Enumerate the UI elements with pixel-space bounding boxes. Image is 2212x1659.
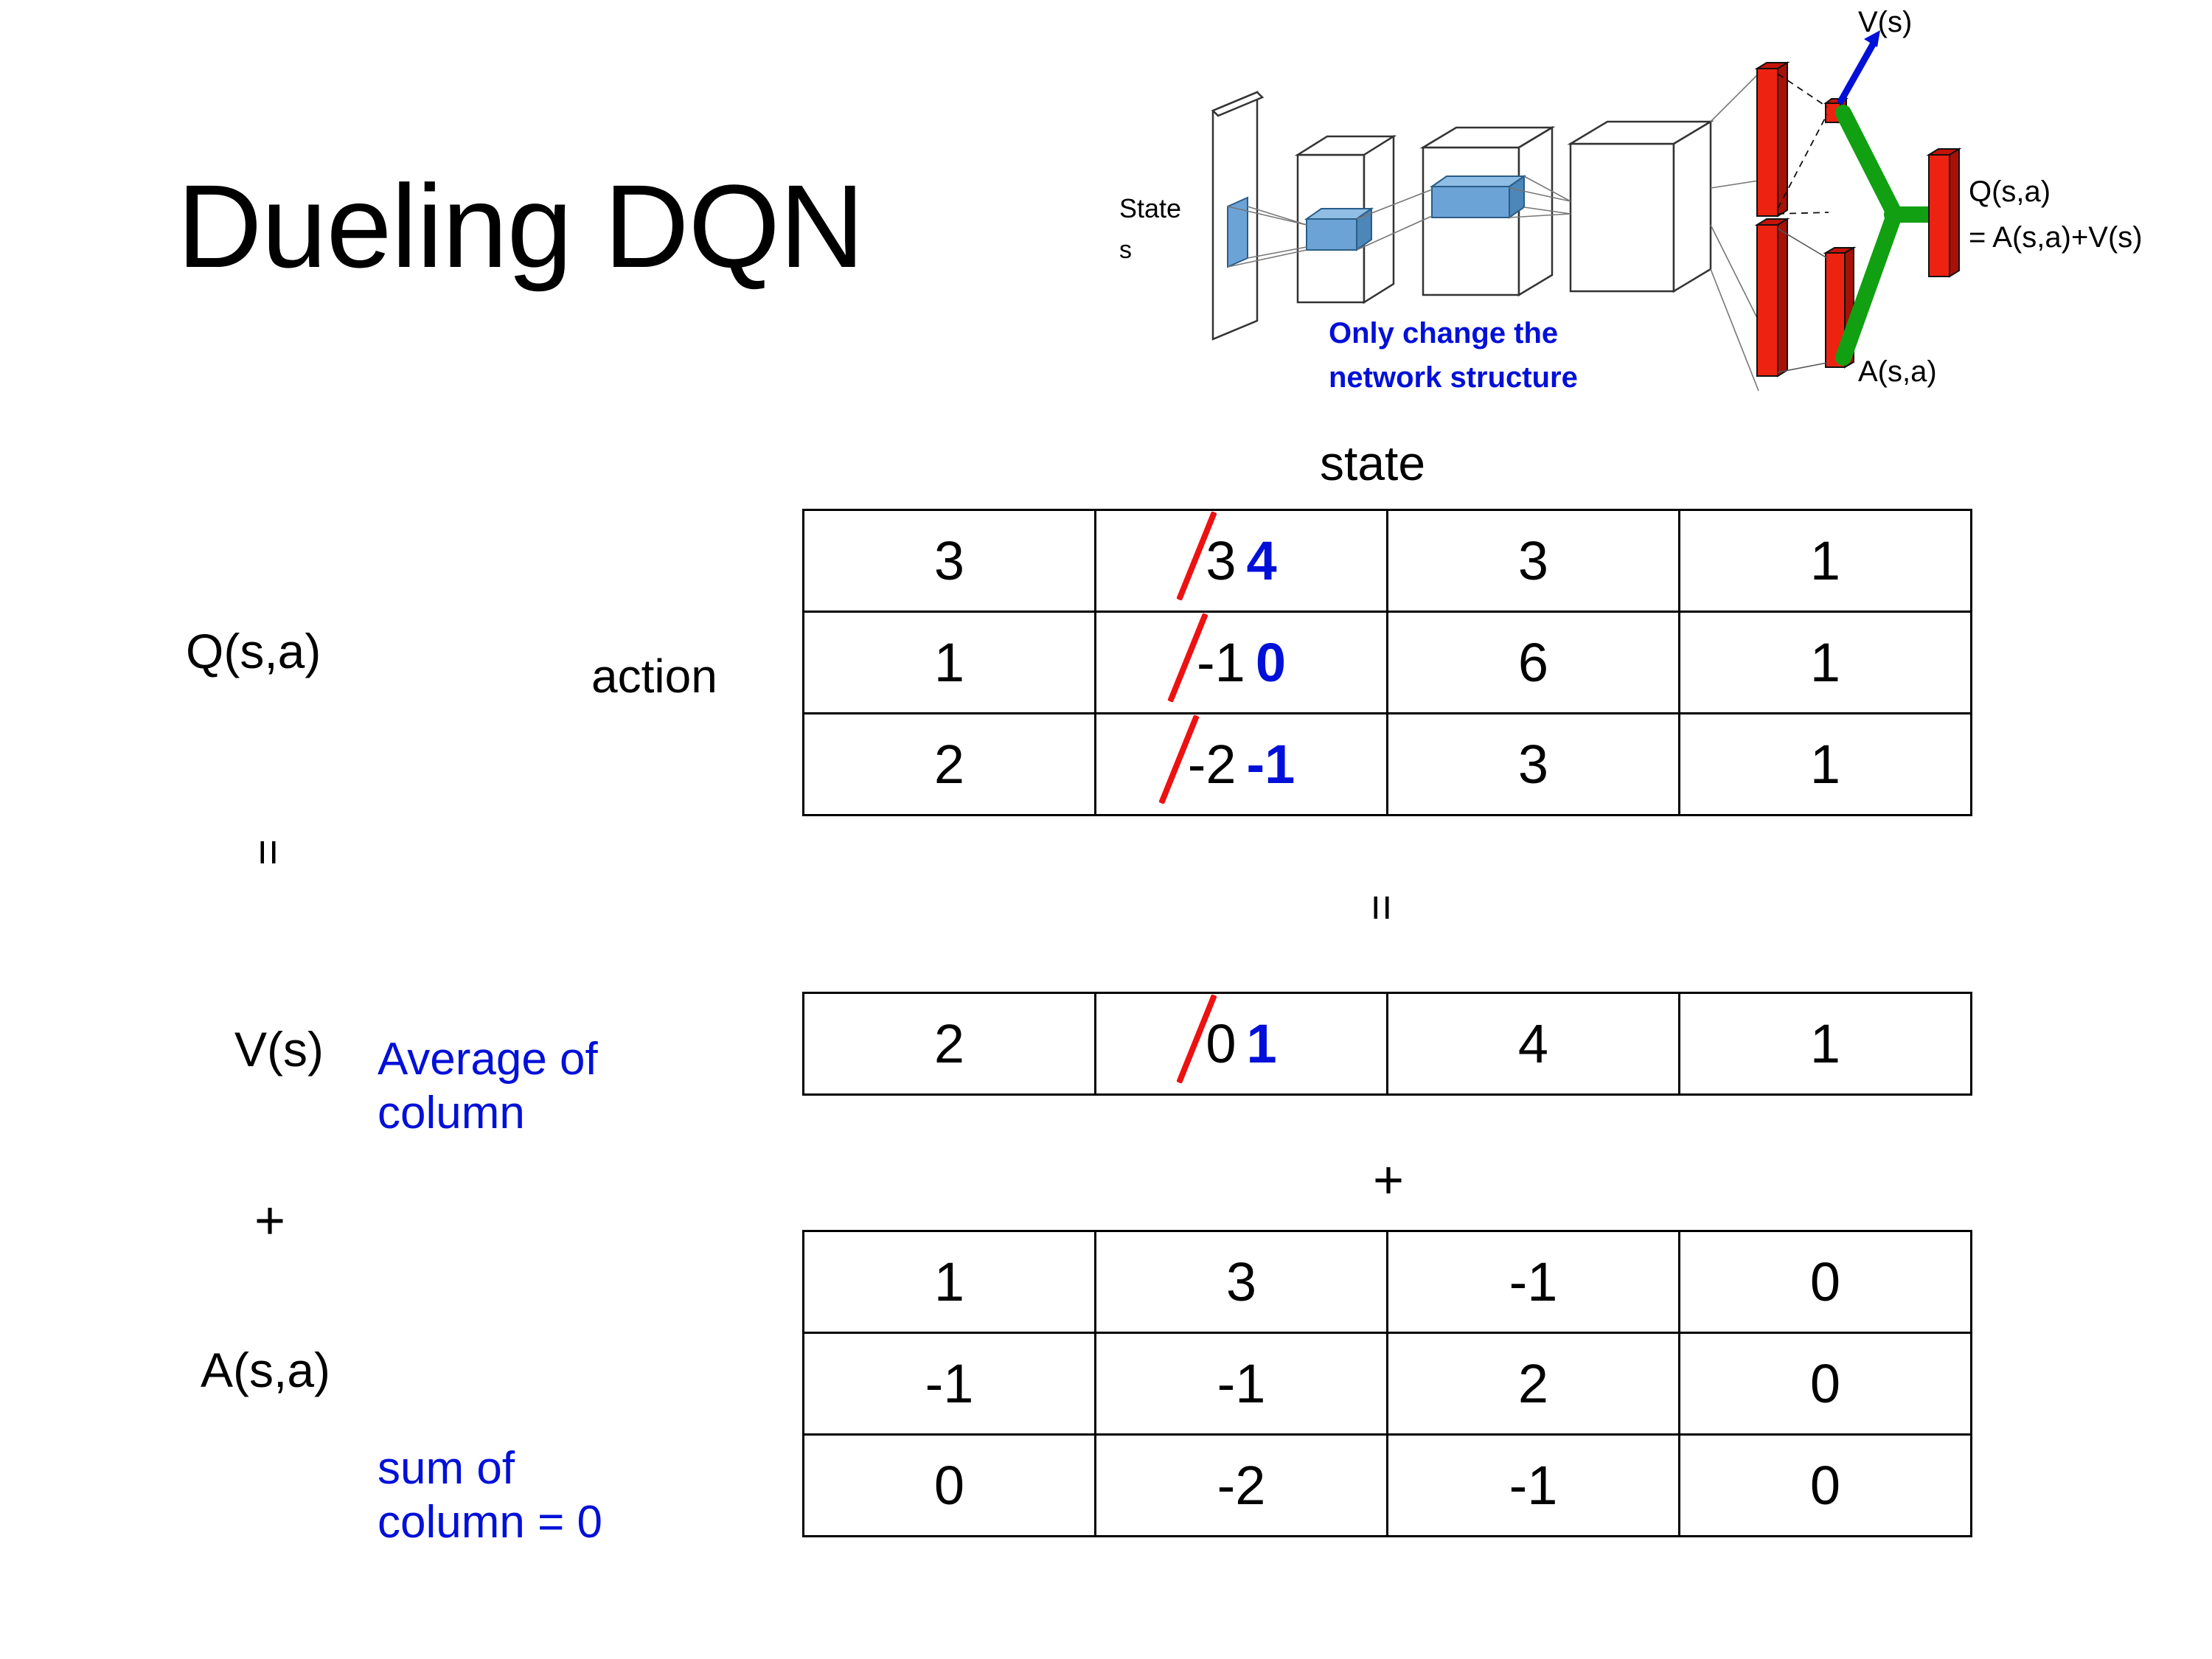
diagram-note-line1: Only change the <box>1329 317 1558 349</box>
strikethrough-mark-icon <box>1176 511 1218 601</box>
old-value: -1 <box>1167 613 1245 703</box>
table-cell: -1 <box>802 1332 1096 1436</box>
table-cell: 0 <box>1678 1332 1972 1436</box>
page-title: Dueling DQN <box>177 160 865 292</box>
old-value: -2 <box>1158 714 1237 804</box>
table-cell: 0 <box>1678 1230 1972 1334</box>
table-cell: 3 <box>1094 1230 1388 1334</box>
value-stream-bar-icon <box>1754 61 1790 218</box>
strikethrough-mark-icon <box>1167 613 1208 703</box>
table-cell: 3 <box>1386 509 1680 613</box>
q-output-bar-icon <box>1926 147 1962 278</box>
dueling-network-diagram: State s Only change the network structur… <box>1091 4 2197 417</box>
q-function-label: Q(s,a) <box>186 624 321 678</box>
plus-sign-middle: + <box>1373 1151 1405 1210</box>
new-value: -1 <box>1246 734 1295 795</box>
strikethrough-mark-icon <box>1176 994 1218 1084</box>
v-function-label: V(s) <box>234 1022 324 1077</box>
new-value: 0 <box>1255 632 1286 693</box>
diagram-state-label-line2: s <box>1119 236 1132 264</box>
combine-green-icon <box>1835 105 1940 366</box>
input-patch-icon <box>1227 196 1248 268</box>
table-cell: -2-1 <box>1094 712 1388 816</box>
conv-block-3-icon <box>1567 119 1714 293</box>
value-links-icon <box>1777 73 1829 215</box>
old-value: 3 <box>1176 511 1237 601</box>
table-cell: 1 <box>1678 712 1972 816</box>
action-axis-label: action <box>591 650 717 703</box>
conv-block-2-icon <box>1419 125 1556 297</box>
diagram-v-output-label: V(s) <box>1858 6 1912 38</box>
table-cell: 1 <box>802 1230 1096 1334</box>
diagram-state-label-line1: State <box>1119 193 1181 223</box>
strikethrough-mark-icon <box>1158 714 1200 804</box>
table-cell: 4 <box>1386 992 1680 1096</box>
layer-connections-icon <box>1227 73 1759 392</box>
table-cell: -1 <box>1094 1332 1388 1436</box>
table-cell: 0 <box>1678 1433 1972 1537</box>
conv-patch-1-icon <box>1304 207 1374 251</box>
average-of-column-note: Average of column <box>378 1034 598 1139</box>
table-cell: 1 <box>802 611 1096 714</box>
equals-sign-left: = <box>243 838 294 866</box>
advantage-links-icon <box>1777 228 1828 373</box>
equals-sign-middle: = <box>1356 894 1408 922</box>
table-cell: -2 <box>1094 1433 1388 1537</box>
v-arrow-icon <box>1837 30 1880 105</box>
table-cell: 1 <box>1678 509 1972 613</box>
state-axis-label: state <box>1320 436 1426 490</box>
edited-cell: -2-1 <box>1158 714 1295 804</box>
diagram-q-output-label-line2: = A(s,a)+V(s) <box>1969 221 2143 254</box>
table-cell: -1 <box>1386 1433 1680 1537</box>
conv-patch-2-icon <box>1429 175 1527 219</box>
new-value: 4 <box>1246 530 1277 591</box>
diagram-note-line2: network structure <box>1329 361 1578 394</box>
a-function-label: A(s,a) <box>201 1343 331 1397</box>
new-value: 1 <box>1246 1013 1277 1074</box>
table-cell: 2 <box>1386 1332 1680 1436</box>
table-cell: 2 <box>802 992 1096 1096</box>
advantage-stream-bar-icon <box>1754 218 1790 378</box>
table-cell: 1 <box>1678 611 1972 714</box>
table-cell: 0 <box>802 1433 1096 1537</box>
table-cell: 3 <box>1386 712 1680 816</box>
table-cell: -1 <box>1386 1230 1680 1334</box>
table-cell: 6 <box>1386 611 1680 714</box>
old-value: 0 <box>1176 994 1237 1084</box>
table-cell: 3 <box>802 509 1096 613</box>
table-cell: 2 <box>802 712 1096 816</box>
sum-of-column-note: sum of column = 0 <box>378 1443 603 1548</box>
diagram-q-output-label-line1: Q(s,a) <box>1969 175 2051 208</box>
diagram-a-output-label: A(s,a) <box>1858 355 1937 388</box>
plus-sign-left: + <box>254 1192 286 1251</box>
table-cell: 1 <box>1678 992 1972 1096</box>
